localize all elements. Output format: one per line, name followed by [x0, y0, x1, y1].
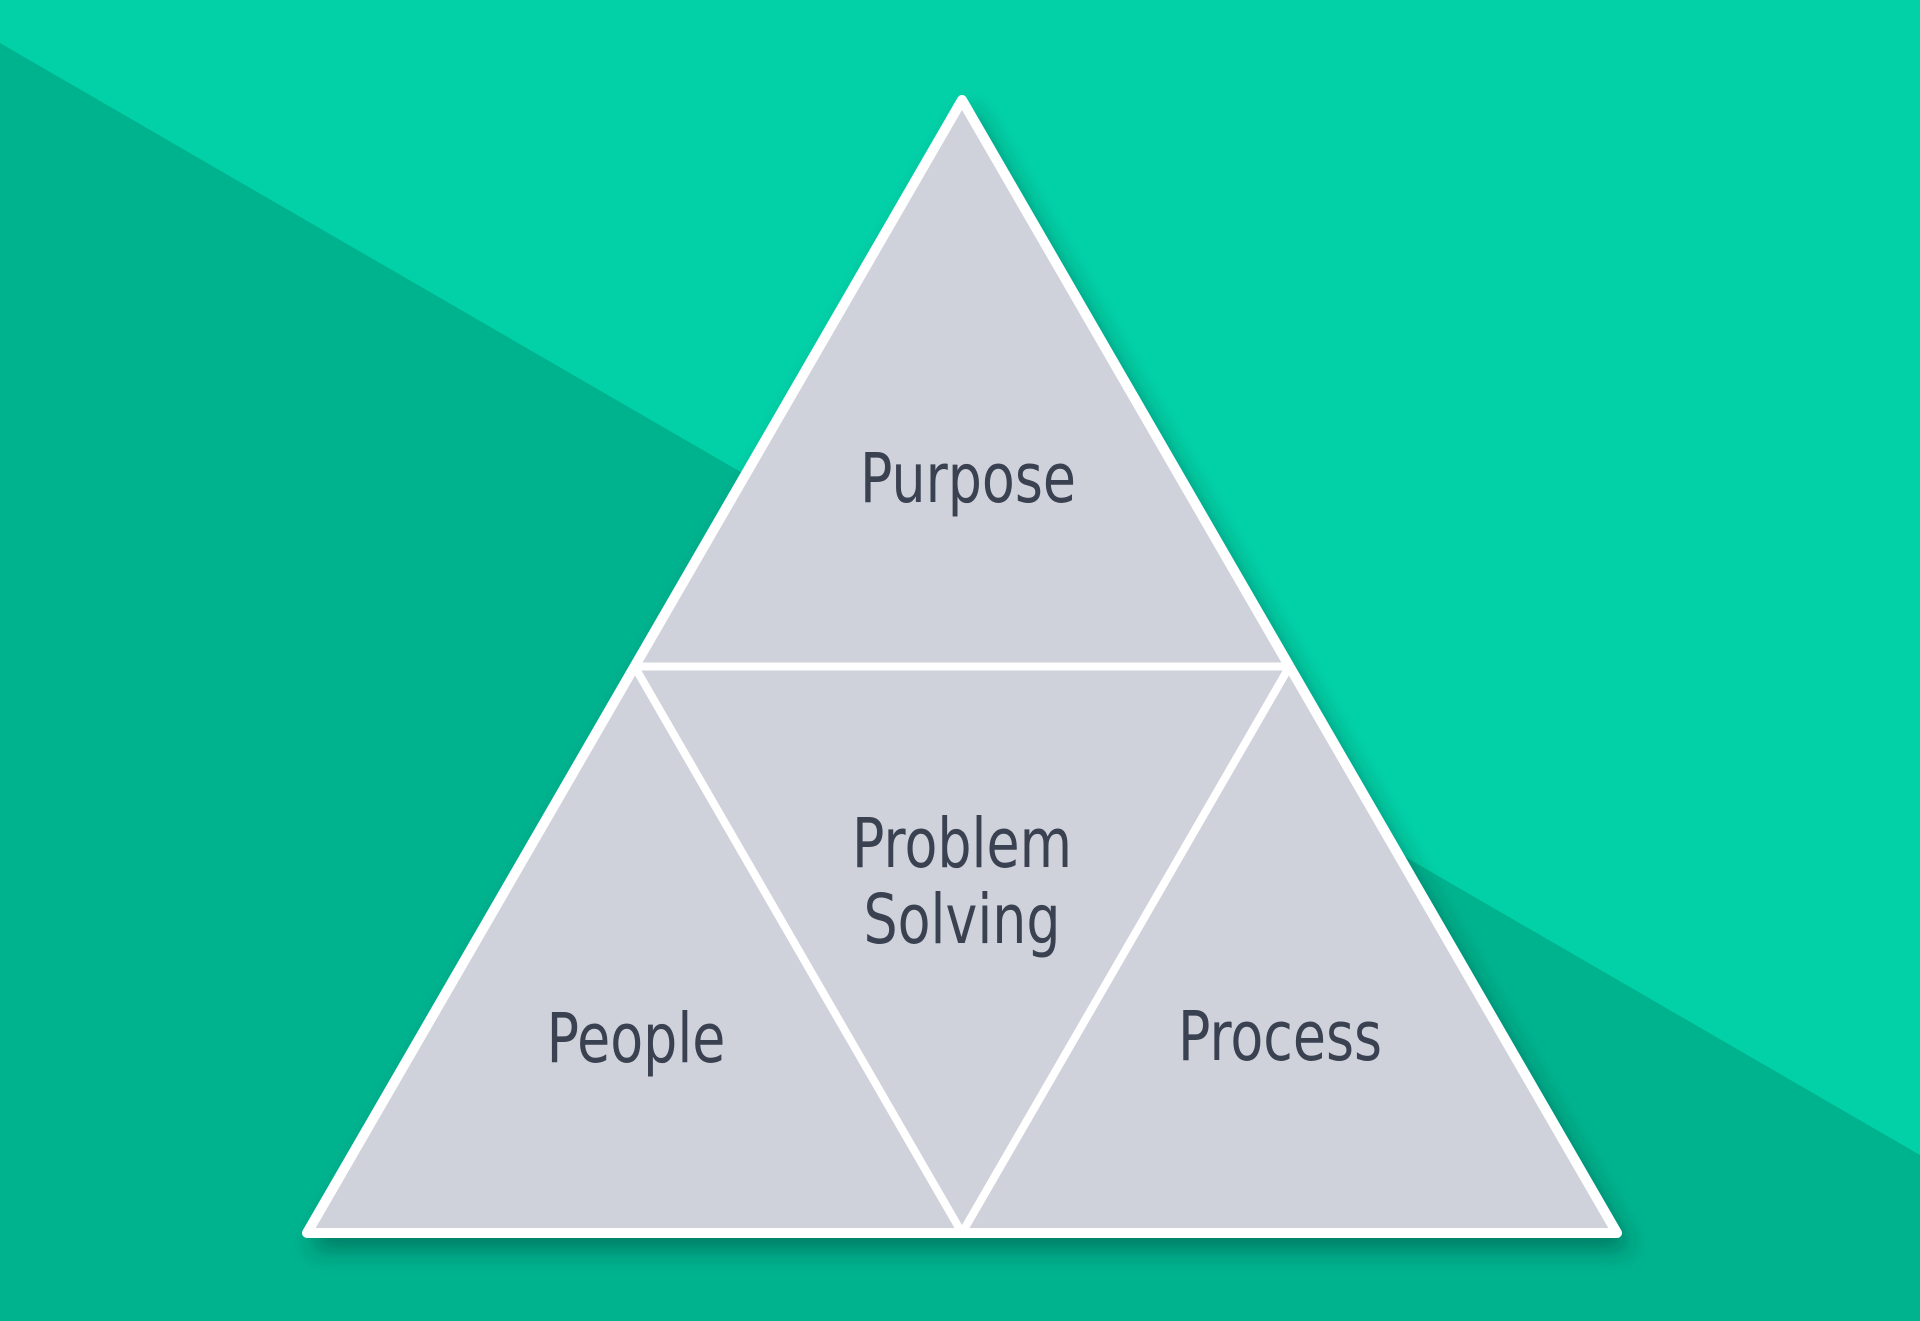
pyramid-group — [302, 95, 1622, 1238]
section-label-problem-solving-line2: Solving — [863, 879, 1060, 959]
pyramid-labels: Purpose Problem Solving People Process — [547, 438, 1382, 1078]
section-label-people: People — [547, 998, 726, 1078]
section-label-problem-solving-line1: Problem — [852, 803, 1072, 883]
section-label-process: Process — [1178, 996, 1382, 1076]
section-label-purpose: Purpose — [860, 438, 1076, 518]
pyramid-center-divider — [630, 662, 1294, 1237]
